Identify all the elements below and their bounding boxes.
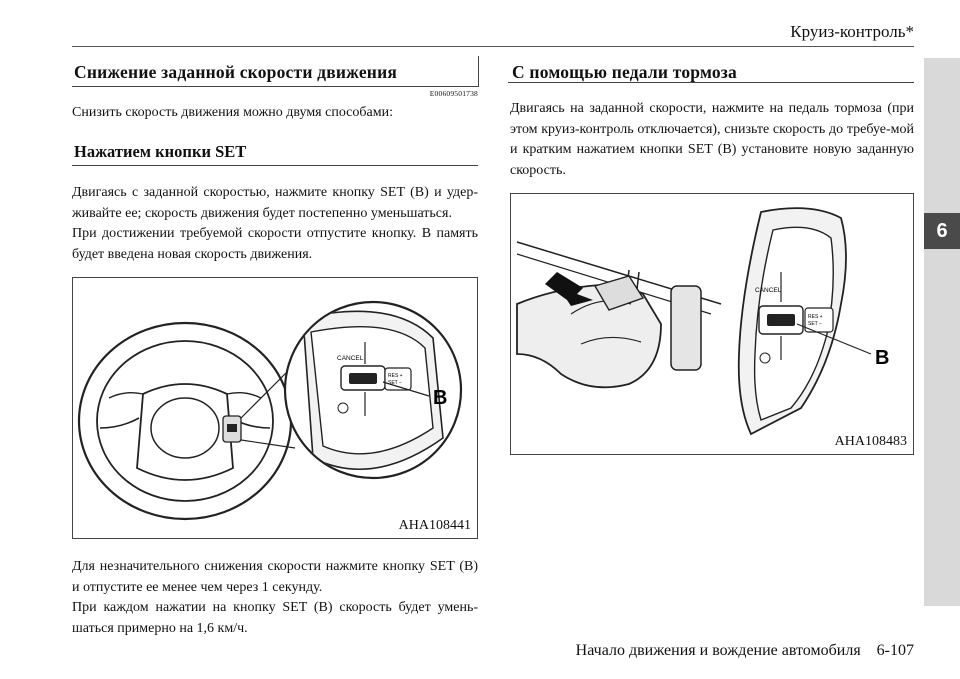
- subsection-rule: [72, 165, 478, 166]
- header-rule: [72, 46, 914, 47]
- set-button-label: SET −: [808, 321, 822, 327]
- left-section-title: Снижение заданной скорости движения: [74, 62, 398, 82]
- steering-wheel-illustration: CANCEL RES + SET − B: [77, 300, 463, 521]
- callout-b: B: [433, 387, 447, 409]
- subsection-title: Нажатием кнопки SET: [74, 142, 247, 161]
- left-section-vrule: [478, 56, 479, 87]
- left-section-rule: [72, 86, 478, 87]
- set-button-label: SET −: [388, 380, 402, 386]
- section-code: E00609501738: [429, 89, 478, 98]
- steering-wheel-figure: CANCEL RES + SET − B AHA108441: [72, 277, 478, 539]
- left-paragraph-2: При достижении требуемой скорости отпуст…: [72, 226, 478, 262]
- page-footer: Начало движения и вождение автомобиля 6-…: [575, 642, 914, 659]
- right-section-rule: [508, 82, 914, 83]
- figure-label: AHA108441: [398, 518, 471, 533]
- chapter-tab-number: 6: [924, 213, 960, 249]
- brake-pedal-figure: CANCEL RES + SET − B AHA108483: [510, 193, 914, 455]
- callout-b: B: [875, 347, 889, 369]
- left-intro-text: Снизить скорость движения можно двумя сп…: [72, 105, 393, 120]
- brake-pedal-illustration: CANCEL RES + SET − B: [516, 207, 889, 436]
- cancel-button-label: CANCEL: [755, 287, 782, 294]
- left-paragraph-1: Двигаясь с заданной скоростью, нажмите к…: [72, 185, 478, 221]
- right-section-title: С помощью педали тормоза: [512, 62, 737, 82]
- res-button-label: RES +: [808, 314, 823, 320]
- right-paragraph-1: Двигаясь на заданной скорости, нажмите н…: [510, 101, 914, 178]
- chapter-tab-strip: [924, 58, 960, 606]
- left-paragraph-3: Для незначительного снижения скорости на…: [72, 559, 478, 595]
- res-button-label: RES +: [388, 373, 403, 379]
- figure-label: AHA108483: [834, 434, 907, 449]
- left-paragraph-4: При каждом нажатии на кнопку SET (B) ско…: [72, 600, 478, 636]
- page-header-title: Круиз-контроль*: [790, 22, 914, 41]
- cancel-button-label: CANCEL: [337, 355, 364, 362]
